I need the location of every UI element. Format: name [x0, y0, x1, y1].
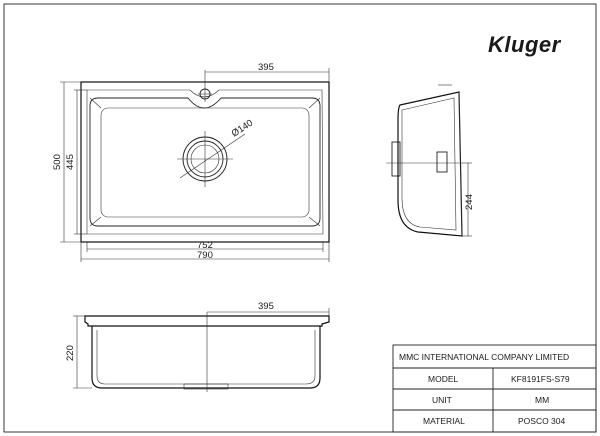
side-bowl-outline — [397, 91, 463, 237]
front-view: 395 220 — [65, 301, 330, 392]
dim-front-height: 220 — [65, 345, 76, 361]
side-view: 244 — [386, 84, 475, 237]
side-drain — [391, 141, 401, 177]
label-material: MATERIAL — [423, 416, 465, 426]
label-unit: UNIT — [432, 395, 452, 405]
dim-side-depth: 244 — [464, 194, 475, 210]
drain-hole — [177, 131, 246, 187]
corner-slope — [308, 97, 321, 109]
dim-drain-diameter: Ø140 — [230, 118, 255, 140]
drawing-border — [3, 3, 597, 433]
dim-front-offset: 395 — [258, 301, 274, 312]
value-material: POSCO 304 — [518, 416, 566, 426]
company-name: MMC INTERNATIONAL COMPANY LIMITED — [399, 352, 569, 362]
dim-inner-width: 752 — [197, 240, 213, 251]
value-model: KF8191FS-S79 — [511, 374, 570, 384]
dim-outer-width: 790 — [197, 250, 213, 261]
value-unit: MM — [535, 395, 549, 405]
sink-bowl-outline — [89, 97, 321, 227]
title-block: MMC INTERNATIONAL COMPANY LIMITED MODEL … — [392, 344, 597, 433]
corner-slope — [89, 97, 102, 109]
front-bowl-outline — [91, 326, 321, 389]
sink-bowl-floor — [100, 107, 310, 218]
corner-slope — [89, 216, 102, 227]
label-model: MODEL — [428, 374, 459, 384]
dim-top-offset: 395 — [258, 62, 274, 73]
side-overflow — [436, 151, 448, 173]
dim-inner-height: 445 — [65, 154, 76, 170]
front-drain — [183, 383, 229, 390]
top-view: Ø140 395 500 445 752 790 — [52, 62, 330, 262]
brand-logo: Kluger — [488, 32, 562, 57]
front-rim — [84, 315, 330, 327]
corner-slope — [308, 216, 321, 227]
dim-outer-height: 500 — [52, 154, 63, 170]
